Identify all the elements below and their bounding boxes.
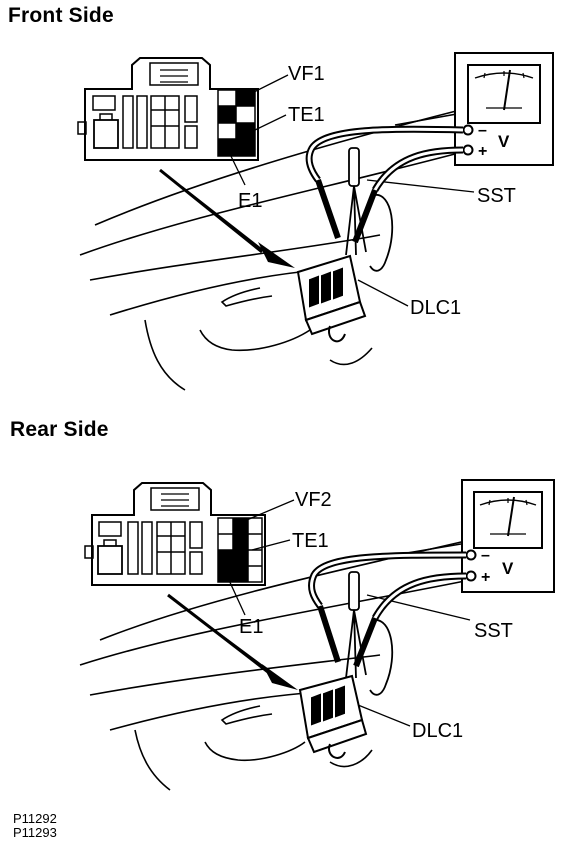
sst-label: SST <box>477 185 516 207</box>
front-side-illustration: – + V VF1 TE1 E1 SST DLC1 <box>77 52 554 391</box>
voltmeter: – + V <box>461 479 555 593</box>
connector-face <box>84 482 266 586</box>
test-leads <box>308 551 467 668</box>
e1-terminal-label: E1 <box>239 616 263 638</box>
meter-plus-sign: + <box>478 143 487 160</box>
leader-lines <box>227 499 471 727</box>
test-leads <box>305 125 464 244</box>
e1-terminal-label: E1 <box>238 190 262 212</box>
highlighted-terminals <box>218 90 255 156</box>
dlc1-connector <box>298 674 368 759</box>
figure-code: P11292 <box>13 811 57 826</box>
pointer-arrow <box>159 168 295 268</box>
dlc1-label: DLC1 <box>412 720 463 742</box>
sst-label: SST <box>474 620 513 642</box>
meter-unit-label: V <box>502 559 514 578</box>
rear-side-illustration: – + V VF2 TE1 E1 SST DLC1 <box>79 479 555 791</box>
pointer-arrow <box>167 593 298 690</box>
rear-side-heading: Rear Side <box>10 418 109 441</box>
vf2-terminal-label: VF2 <box>295 489 332 511</box>
sst-tool <box>345 571 394 696</box>
meter-minus-sign: – <box>478 122 487 139</box>
dlc1-connector <box>296 254 367 343</box>
figure-code: P11293 <box>13 825 57 840</box>
front-side-heading: Front Side <box>8 4 114 27</box>
connector-face <box>77 57 259 161</box>
leader-lines <box>227 74 475 307</box>
meter-minus-sign: – <box>481 547 490 564</box>
voltmeter: – + V <box>454 52 554 166</box>
te1-terminal-label: TE1 <box>292 530 329 552</box>
meter-unit-label: V <box>498 132 510 151</box>
highlighted-terminals <box>218 518 248 582</box>
sst-tool <box>345 147 394 272</box>
vf1-terminal-label: VF1 <box>288 63 325 85</box>
te1-terminal-label: TE1 <box>288 104 325 126</box>
meter-plus-sign: + <box>481 569 490 586</box>
dlc1-label: DLC1 <box>410 297 461 319</box>
